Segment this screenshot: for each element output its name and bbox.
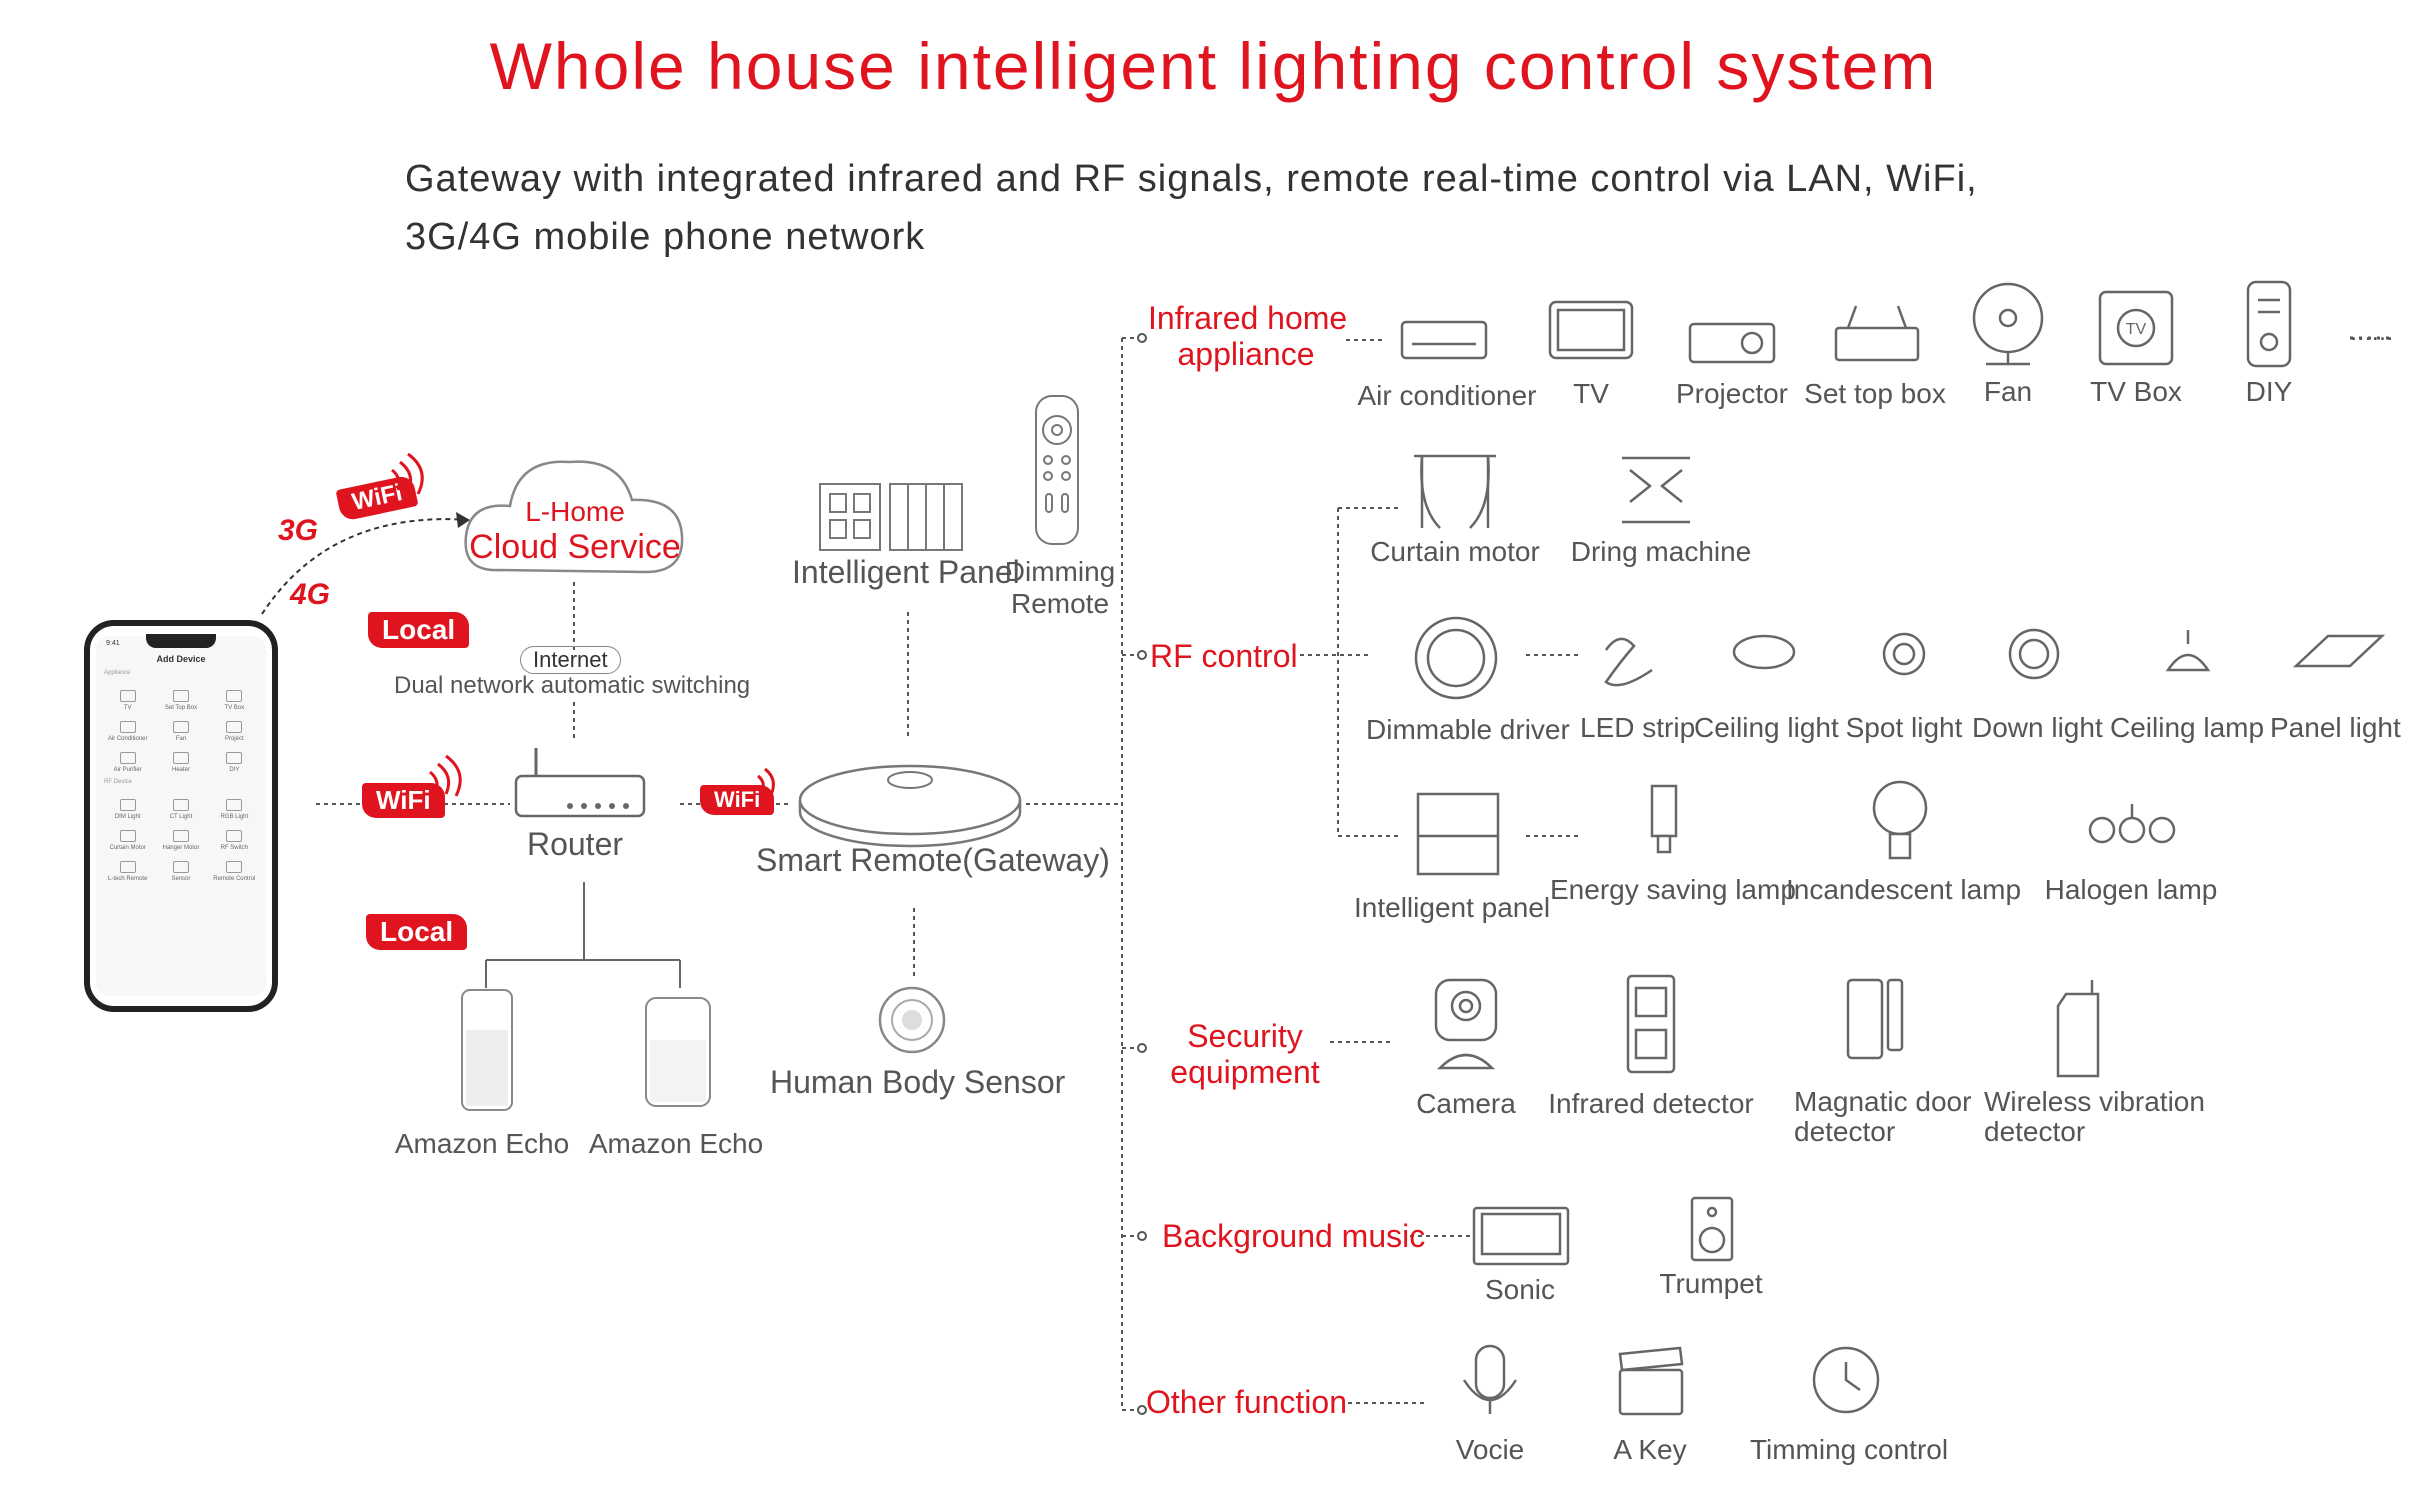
rf-item-dring-machine: Dring machine: [1570, 536, 1752, 567]
phone-cell[interactable]: Sensor: [155, 861, 206, 882]
rf-item-energy-saving-lamp: Energy saving lamp: [1550, 874, 1796, 905]
category-music: Background music: [1162, 1218, 1426, 1254]
rf-item-ceiling-lamp: Ceiling lamp: [2110, 712, 2265, 743]
infrared-item-fan: Fan: [1983, 376, 2033, 407]
dimming-remote-label-1: Dimming: [1004, 556, 1116, 587]
infrared-item-air-conditioner: Air conditioner: [1357, 380, 1537, 411]
phone-cell[interactable]: Project: [209, 721, 260, 742]
phone-screen: 9:41 Add Device Appliance TV Set Top Box…: [96, 634, 266, 996]
infrared-item-tv-box: TV Box: [2090, 376, 2182, 407]
amazon-echo-label-1: Amazon Echo: [394, 1128, 570, 1159]
rf-item-panel-light: Panel light: [2270, 712, 2401, 743]
internet-pill: Internet: [520, 646, 621, 674]
rf-item-halogen-lamp: Halogen lamp: [2044, 874, 2218, 905]
phone-cell[interactable]: Curtain Motor: [102, 830, 153, 851]
dimming-remote-label-2: Remote: [1010, 588, 1110, 619]
security-item-vibration-2: detector: [1984, 1116, 2086, 1147]
security-item-infrared-detector: Infrared detector: [1548, 1088, 1754, 1119]
security-item-vibration-1: Wireless vibration: [1984, 1086, 2205, 1117]
phone-notch: [146, 634, 216, 648]
phone-section-rf: RF Device: [104, 779, 133, 785]
rf-item-intelligent-panel: Intelligent panel: [1354, 892, 1551, 923]
phone-cell[interactable]: TV Box: [209, 690, 260, 711]
rf-item-led-strip: LED strip: [1580, 712, 1696, 743]
phone-cell[interactable]: RGB Light: [209, 799, 260, 820]
phone-app-mockup: 9:41 Add Device Appliance TV Set Top Box…: [84, 620, 278, 1012]
music-item-sonic: Sonic: [1484, 1274, 1556, 1305]
phone-cell[interactable]: RF Switch: [209, 830, 260, 851]
phone-cell[interactable]: DIY: [209, 752, 260, 773]
rf-item-spot-light: Spot light: [1845, 712, 1963, 743]
intelligent-panel-label: Intelligent Panel: [792, 554, 1020, 590]
rf-item-dimmable-driver: Dimmable driver: [1366, 714, 1570, 745]
phone-cell[interactable]: Hanger Motor: [155, 830, 206, 851]
cloud-label-2: Cloud Service: [469, 528, 681, 566]
rf-item-incandescent-lamp: Incandescent lamp: [1786, 874, 2022, 905]
infrared-item-tv: TV: [1573, 378, 1609, 409]
category-rf: RF control: [1150, 638, 1298, 674]
4g-label: 4G: [290, 578, 331, 611]
music-item-trumpet: Trumpet: [1659, 1268, 1763, 1299]
infrared-item-set-top-box: Set top box: [1804, 378, 1946, 409]
more-ellipsis: ......: [2350, 316, 2394, 346]
security-item-magnatic-door-2: detector: [1794, 1116, 1896, 1147]
phone-cell[interactable]: CT Light: [155, 799, 206, 820]
phone-cell[interactable]: Fan: [155, 721, 206, 742]
subtitle-line-1: Gateway with integrated infrared and RF …: [405, 158, 1978, 200]
security-item-camera: Camera: [1416, 1088, 1516, 1119]
router-label: Router: [526, 826, 624, 862]
phone-time: 9:41: [106, 640, 120, 647]
3g-label: 3G: [278, 514, 319, 547]
phone-cell[interactable]: Air Conditioner: [102, 721, 153, 742]
rf-item-curtain-motor: Curtain motor: [1370, 536, 1540, 567]
phone-header: Add Device: [156, 654, 206, 664]
wifi-badge-phone: WiFi: [362, 783, 445, 818]
security-item-magnatic-door-1: Magnatic door: [1794, 1086, 1972, 1117]
phone-cell[interactable]: DIM Light: [102, 799, 153, 820]
phone-cell[interactable]: L-tech Remote: [102, 861, 153, 882]
category-other: Other function: [1146, 1384, 1347, 1420]
phone-cell[interactable]: TV: [102, 690, 153, 711]
local-badge-bottom: Local: [366, 914, 468, 950]
phone-grid-rf: DIM Light CT Light RGB Light Curtain Mot…: [96, 785, 266, 882]
human-sensor-label: Human Body Sensor: [770, 1064, 1066, 1100]
amazon-echo-label-2: Amazon Echo: [588, 1128, 764, 1159]
rf-item-down-light: Down light: [1972, 712, 2103, 743]
page-subtitle: Gateway with integrated infrared and RF …: [405, 150, 2105, 266]
dual-network-label: Dual network automatic switching: [394, 672, 751, 699]
gateway-label: Smart Remote(Gateway): [756, 842, 1110, 878]
phone-cell[interactable]: Remote Control: [209, 861, 260, 882]
cloud-label-1: L-Home: [525, 496, 625, 527]
phone-grid-appliance: TV Set Top Box TV Box Air Conditioner Fa…: [96, 676, 266, 773]
other-item-vocie: Vocie: [1455, 1434, 1525, 1465]
rf-item-ceiling-light: Ceiling light: [1694, 712, 1839, 743]
wifi-badge-gateway: WiFi: [700, 785, 775, 815]
local-badge-top: Local: [368, 612, 470, 648]
other-item-a-key: A Key: [1613, 1434, 1687, 1465]
other-item-timming-control: Timming control: [1749, 1434, 1949, 1465]
subtitle-line-2: 3G/4G mobile phone network: [405, 216, 926, 258]
phone-cell[interactable]: Set Top Box: [155, 690, 206, 711]
phone-section-appliance: Appliance: [104, 670, 131, 676]
infrared-item-diy: DIY: [2245, 376, 2293, 407]
phone-cell[interactable]: Heater: [155, 752, 206, 773]
page-title: Whole house intelligent lighting control…: [489, 29, 1938, 103]
infrared-item-projector: Projector: [1675, 378, 1789, 409]
phone-cell[interactable]: Air Purifier: [102, 752, 153, 773]
